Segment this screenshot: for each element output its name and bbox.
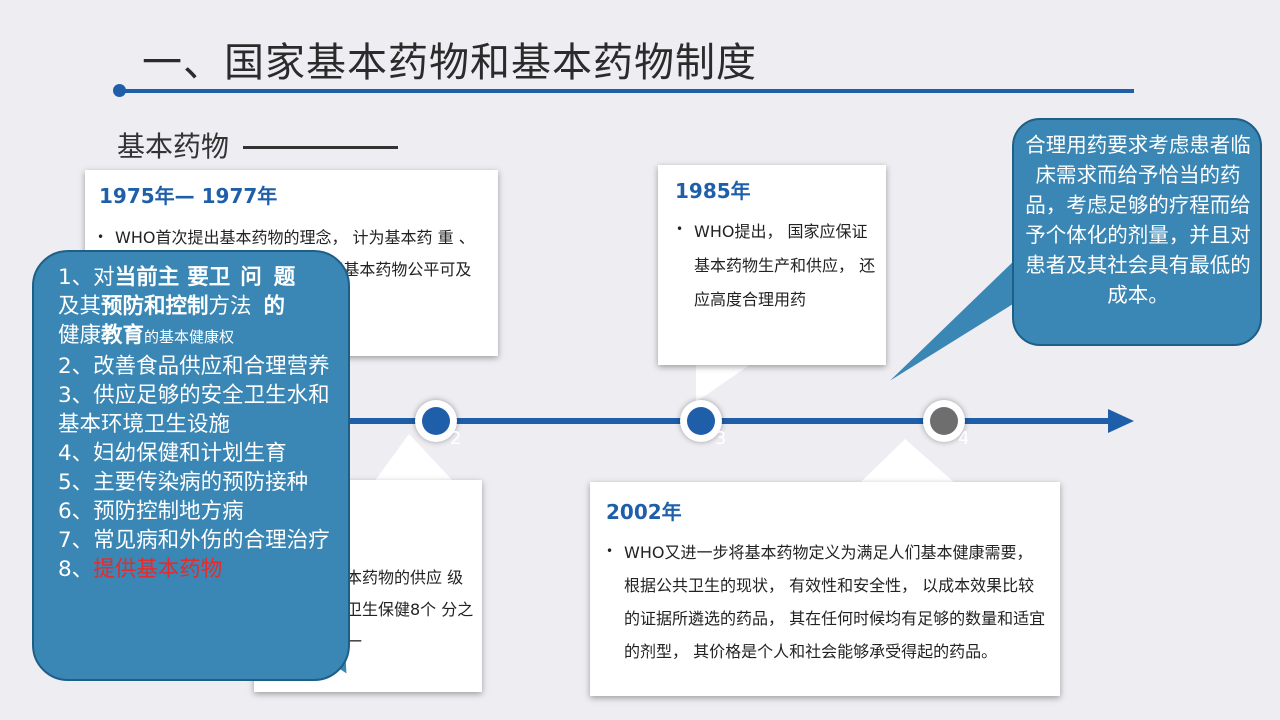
- subtitle-dash: [243, 146, 398, 149]
- list-item-6: 6、预防控制地方病: [58, 499, 244, 524]
- list-text-bold: 教育: [101, 323, 145, 348]
- list-text: 健康: [58, 323, 102, 348]
- card-1985-pointer: [696, 362, 754, 402]
- node-dot: [687, 407, 715, 435]
- list-item-1: 1、对当前主要卫问题: [58, 263, 343, 292]
- node-number-4: 4: [958, 428, 970, 449]
- card-year: 1985年: [675, 179, 751, 203]
- timeline-node-2[interactable]: [415, 400, 457, 442]
- list-text: 方法: [208, 294, 252, 319]
- list-text-bold: 问: [240, 265, 262, 290]
- list-text-bold: 预防和控制: [101, 294, 209, 319]
- node-number-2: 2: [450, 428, 462, 449]
- list-item-1-end: 健康教育的基本健康权: [58, 321, 343, 352]
- title-rule-dot: [113, 84, 126, 97]
- card-partial-pointer: [374, 434, 454, 482]
- list-item-2: 2、改善食品供应和合理营养: [58, 354, 330, 379]
- callout-list: 1、对当前主要卫问题 及其预防和控制方法的 健康教育的基本健康权 2、改善食品供…: [58, 263, 343, 584]
- bullet-dot: •: [606, 544, 614, 558]
- list-text: 及其: [58, 294, 102, 319]
- node-dot: [422, 407, 450, 435]
- card-2002: 2002年 • WHO又进一步将基本药物定义为满足人们基本健康需要， 根据公共卫…: [590, 482, 1060, 696]
- list-item-3: 3、供应足够的安全卫生水和基本环境卫生设施: [58, 383, 330, 437]
- title-rule: [120, 89, 1134, 93]
- card-year: 2002年: [606, 500, 682, 524]
- list-text: 8、: [58, 557, 94, 582]
- list-text-bold: 题: [273, 265, 296, 290]
- callout-primary-care: 1、对当前主要卫问题 及其预防和控制方法的 健康教育的基本健康权 2、改善食品供…: [32, 250, 350, 681]
- list-text: 1、对: [58, 265, 115, 290]
- timeline-node-3[interactable]: [680, 400, 722, 442]
- card-year: 1975年— 1977年: [99, 184, 278, 208]
- slide-title: 一、国家基本药物和基本药物制度: [142, 40, 757, 86]
- section-subtitle: 基本药物: [117, 130, 230, 163]
- node-dot: [930, 407, 958, 435]
- list-item-7: 7、常见病和外伤的合理治疗: [58, 528, 330, 553]
- card-2002-pointer: [860, 439, 955, 483]
- timeline-node-4[interactable]: [923, 400, 965, 442]
- list-item-8: 8、提供基本药物: [58, 555, 343, 584]
- card-body: 本药物的供应 级卫生保健8个 分之一: [346, 568, 474, 651]
- callout-rational-use: 合理用药要求考虑患者临床需求而给予恰当的药品，考虑足够的疗程而给予个体化的剂量，…: [1012, 118, 1262, 346]
- list-text-bold: 要卫: [187, 265, 231, 290]
- node-number-3: 3: [715, 428, 727, 449]
- list-item-5: 5、主要传染病的预防接种: [58, 470, 309, 495]
- bullet-dot: •: [97, 230, 105, 244]
- card-1985: 1985年 • WHO提出， 国家应保证基本药物生产和供应， 还应高度合理用药: [658, 165, 886, 365]
- card-body: WHO又进一步将基本药物定义为满足人们基本健康需要， 根据公共卫生的现状， 有效…: [624, 543, 1046, 661]
- timeline-arrow-icon: [1108, 409, 1134, 433]
- list-text-highlight: 提供基本药物: [93, 557, 223, 582]
- card-body: WHO提出， 国家应保证基本药物生产和供应， 还应高度合理用药: [694, 222, 876, 309]
- callout-text: 合理用药要求考虑患者临床需求而给予恰当的药品，考虑足够的疗程而给予个体化的剂量，…: [1025, 133, 1251, 307]
- list-text-bold: 当前主: [114, 265, 180, 290]
- list-item-1-cont: 及其预防和控制方法的: [58, 292, 343, 321]
- list-item-4: 4、妇幼保健和计划生育: [58, 441, 287, 466]
- list-text-bold: 的: [263, 294, 286, 319]
- bullet-dot: •: [676, 222, 684, 236]
- list-text-small: 的基本健康权: [144, 328, 235, 346]
